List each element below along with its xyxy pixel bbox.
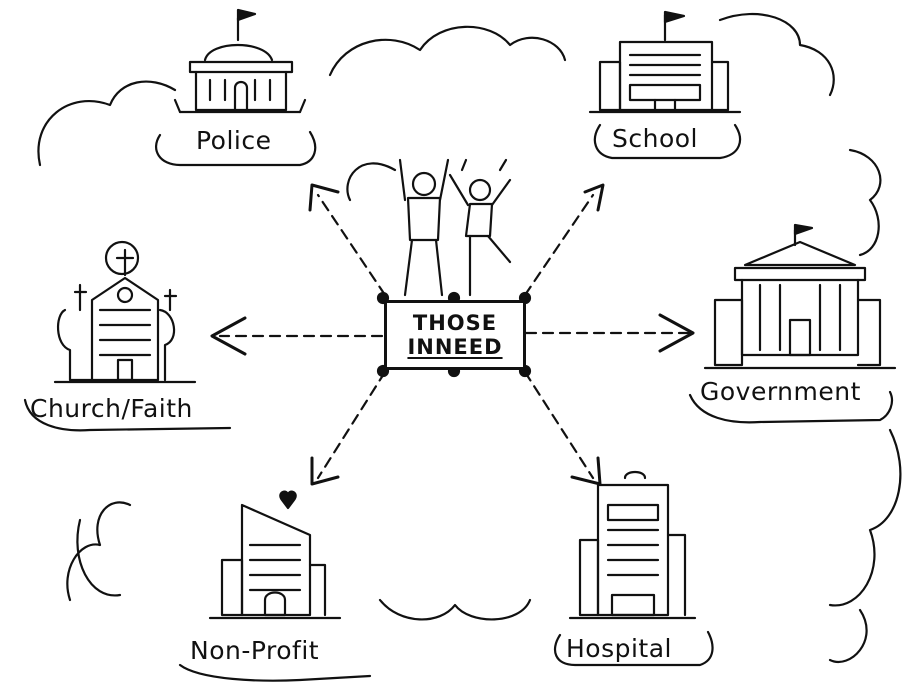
police-label-frame xyxy=(155,130,317,167)
school-building-icon xyxy=(588,10,742,114)
hospital-building-icon xyxy=(568,470,697,620)
label-non-profit: Non-Profit xyxy=(190,636,320,665)
celebrating-people-icon xyxy=(398,158,512,297)
label-government: Government xyxy=(700,377,861,406)
nonprofit-building-icon xyxy=(208,490,342,620)
arrow-to-nonprofit xyxy=(316,370,387,480)
arrow-to-police xyxy=(316,193,387,297)
government-building-icon xyxy=(703,223,897,370)
arrows xyxy=(218,193,692,480)
arrow-to-hospital xyxy=(523,370,595,480)
center-label-line1: THOSE xyxy=(412,311,498,335)
label-police: Police xyxy=(196,126,272,155)
center-label-line2: INNEED xyxy=(407,335,503,359)
cloud-outline xyxy=(37,12,902,663)
nonprofit-label-frame xyxy=(178,663,372,682)
school-label-frame xyxy=(593,123,742,160)
police-building-icon xyxy=(173,8,307,114)
label-hospital: Hospital xyxy=(566,634,673,663)
church-label-frame xyxy=(23,398,232,432)
church-icon xyxy=(53,240,197,384)
arrow-to-school xyxy=(523,193,595,297)
center-label-box: THOSE INNEED xyxy=(384,300,526,370)
government-label-frame xyxy=(688,390,894,424)
label-church-faith: Church/Faith xyxy=(30,394,193,423)
label-school: School xyxy=(612,124,698,153)
hospital-label-frame xyxy=(553,630,714,667)
arrowheads xyxy=(210,183,695,486)
